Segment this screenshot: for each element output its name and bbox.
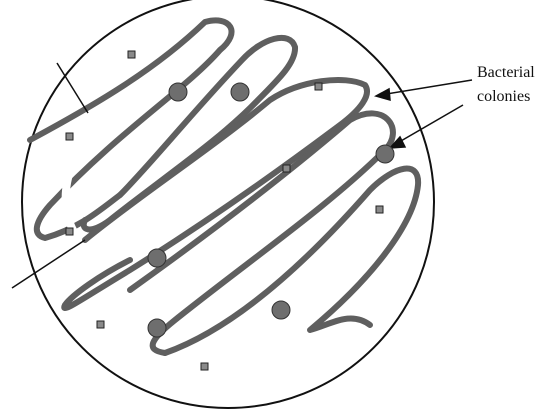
colony-small [376,206,383,213]
guide-line-top [57,63,88,113]
colonies-label-line1: Bacterial [477,64,535,81]
colonies-label-line2: colonies [477,88,530,105]
streak-gap [66,148,80,232]
colony-large [148,319,166,337]
streak-lines [30,20,418,353]
colony-large [272,301,290,319]
colony-large [169,83,187,101]
arrow-line-2 [394,105,463,145]
streak-section-3 [64,80,367,308]
colony-small [66,228,73,235]
streak-section-5 [165,169,418,353]
colony-large [231,83,249,101]
colony-large [148,249,166,267]
arrow-line-1 [380,80,472,95]
colony-small [201,363,208,370]
guide-line-bottom [12,240,85,288]
arrow-head-1 [376,89,390,100]
colony-small [315,83,322,90]
colony-small [283,165,290,172]
colony-small [128,51,135,58]
colony-small [66,133,73,140]
colony-small [97,321,104,328]
colony-large [376,145,394,163]
